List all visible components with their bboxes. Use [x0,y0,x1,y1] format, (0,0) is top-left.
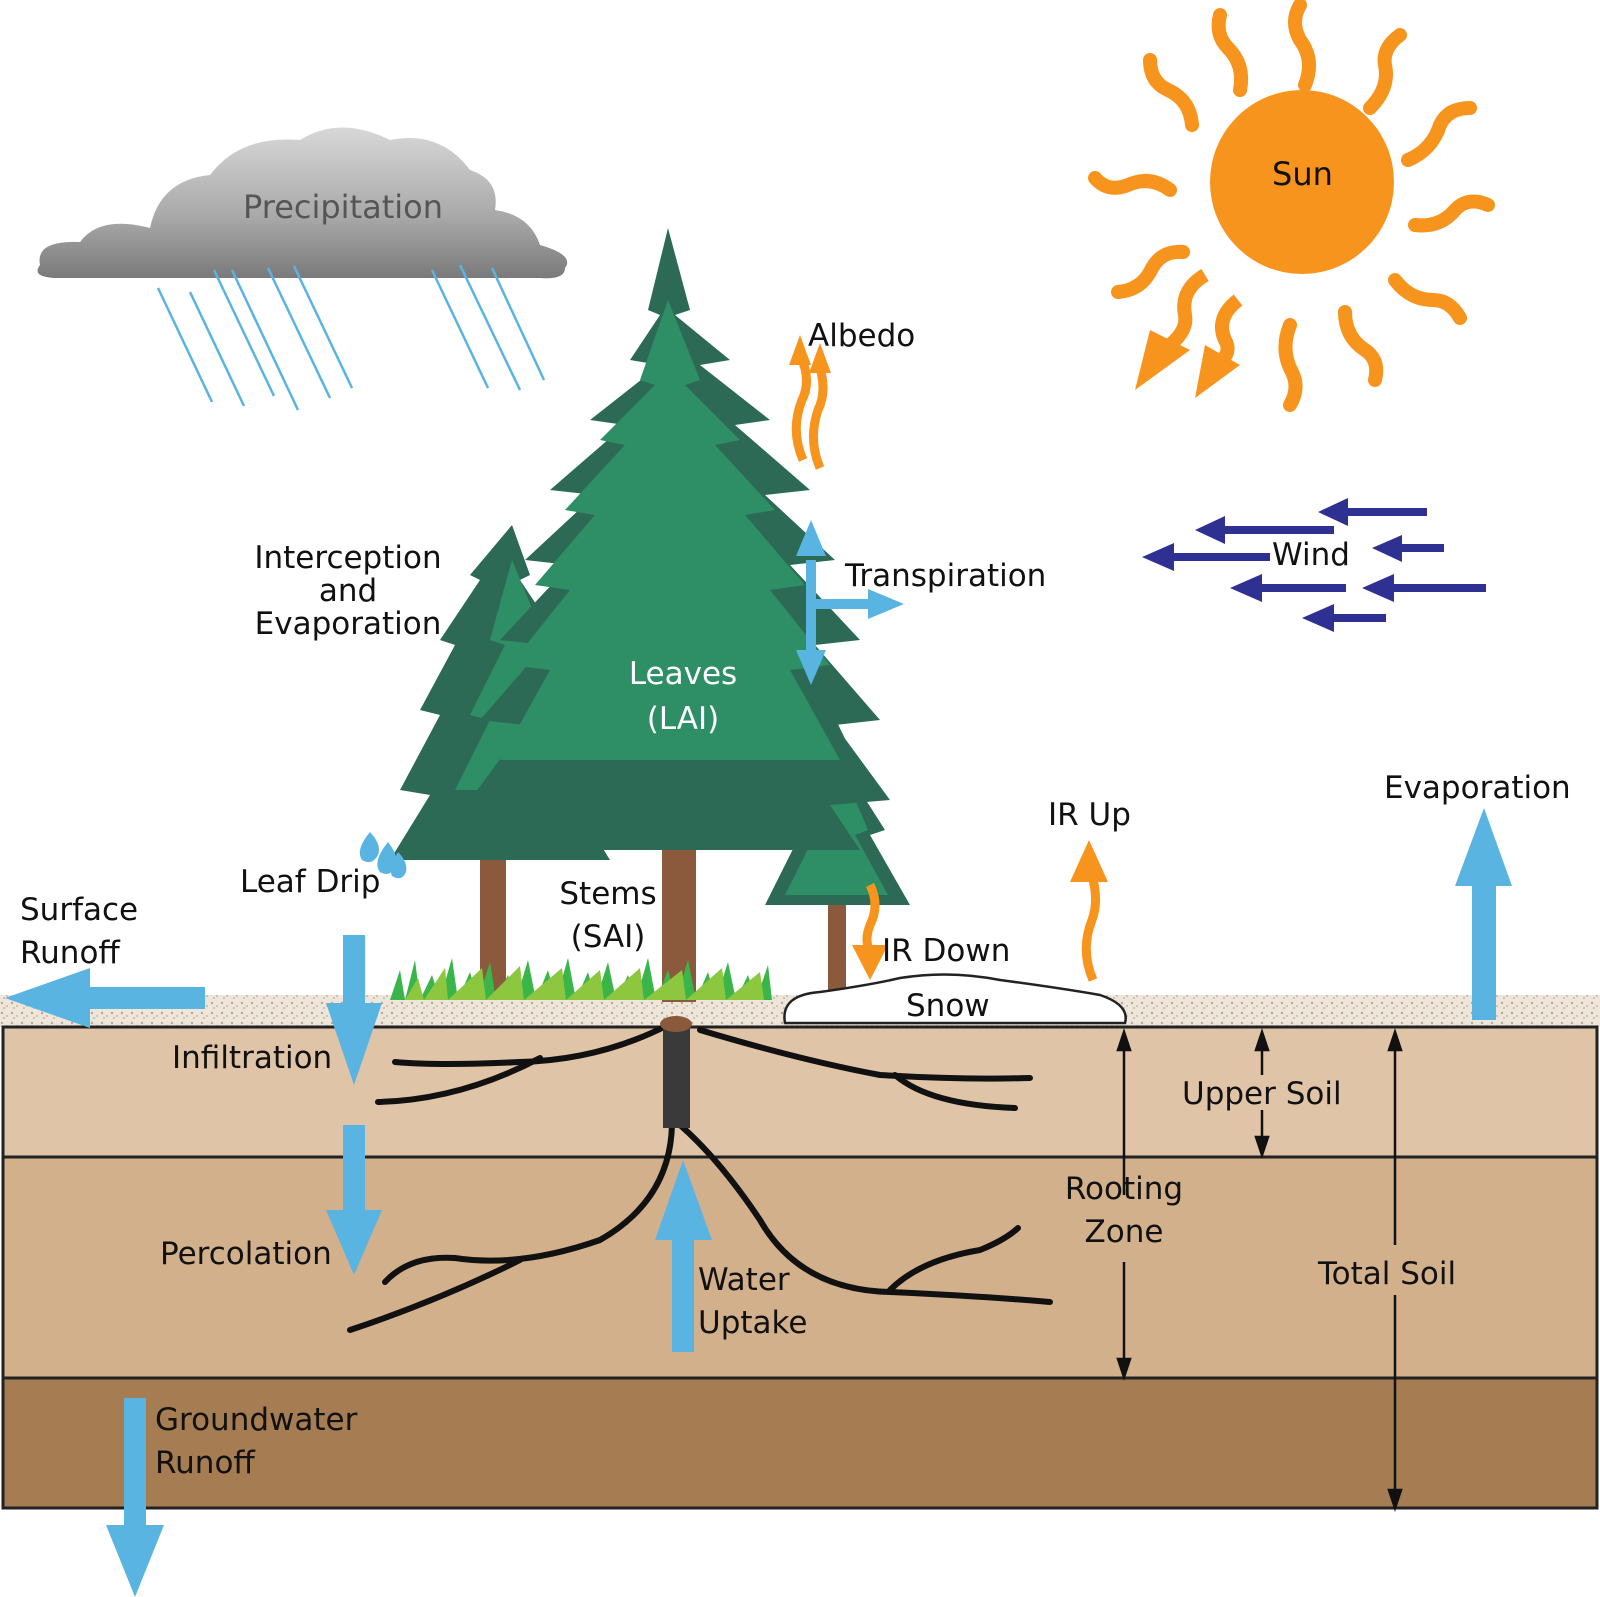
interception-evaporation-label: Interception and Evaporation [248,540,448,644]
transpiration-arrow [868,589,904,619]
total-soil-label: Total Soil [1318,1256,1457,1292]
leaf-drip-label: Leaf Drip [240,864,381,900]
water-uptake-label: Water Uptake [698,1262,807,1342]
water-uptake-line-2: Uptake [698,1305,808,1342]
interception-line-3: Evaporation [254,606,442,643]
snow-pile [783,973,1127,1025]
water-arrows [5,520,1512,1597]
groundwater-runoff-label: Groundwater Runoff [155,1402,357,1482]
groundwater-runoff-arrow [106,1525,164,1597]
water-uptake-arrow [655,1160,712,1240]
surface-runoff-line-2: Runoff [20,935,120,972]
rooting-zone-line-2: Zone [1084,1214,1164,1251]
leaves-line-2: (LAI) [646,701,720,738]
stems-label: Stems (SAI) [555,876,661,956]
stems-line-2: (SAI) [570,919,646,956]
leaf-drip-drop [359,832,379,863]
interception-line-2: and [318,573,378,610]
rooting-zone-line-1: Rooting [1064,1171,1184,1207]
radiation-arrows [791,353,1100,982]
ir-up-arrow [1070,840,1108,882]
rain-lines [156,264,546,411]
surface-runoff-arrow [88,987,205,1009]
sun-label: Sun [1272,155,1333,193]
water-uptake-line-1: Water [698,1262,790,1298]
precipitation-label: Precipitation [243,188,444,226]
snow-label: Snow [906,988,990,1024]
leaves-line-1: Leaves [628,656,738,692]
sun [1088,0,1495,412]
root-crown [660,1016,692,1032]
leaves-label: Leaves (LAI) [620,656,746,738]
transpiration-label: Transpiration [845,558,1047,594]
evaporation-label: Evaporation [1384,770,1571,806]
groundwater-layer [1,1376,1599,1510]
albedo-arrow [789,335,811,365]
groundwater-runoff-line-2: Runoff [155,1445,255,1482]
surface-runoff-label: Surface Runoff [20,892,138,972]
wind-arrows [1142,498,1486,632]
upper-soil-layer [1,1025,1599,1159]
infiltration-arrow [326,1003,382,1085]
upper-soil-label: Upper Soil [1182,1076,1342,1112]
tap-root [663,1028,690,1128]
ir-down-arrow [852,945,888,980]
groundwater-runoff-line-1: Groundwater [155,1402,358,1438]
surface-runoff-line-1: Surface [20,892,139,928]
wind-label: Wind [1272,537,1350,573]
grass [390,958,772,1000]
infiltration-label: Infiltration [172,1040,333,1076]
tree-main [470,228,890,1002]
soil-layers [0,995,1600,1510]
albedo-label: Albedo [808,318,916,354]
roots [347,1022,1053,1333]
ir-down-label: IR Down [882,933,1011,969]
percolation-arrow [326,1210,382,1275]
interception-line-1: Interception [254,540,442,576]
cloud [37,127,568,279]
percolation-label: Percolation [160,1236,332,1272]
rooting-zone-label: Rooting Zone [1052,1171,1196,1251]
dimension-arrows [1116,1028,1403,1512]
stems-line-1: Stems [559,876,657,912]
evaporation-arrow [1455,808,1512,886]
ir-up-label: IR Up [1048,797,1131,833]
sun-disc [1210,90,1394,274]
